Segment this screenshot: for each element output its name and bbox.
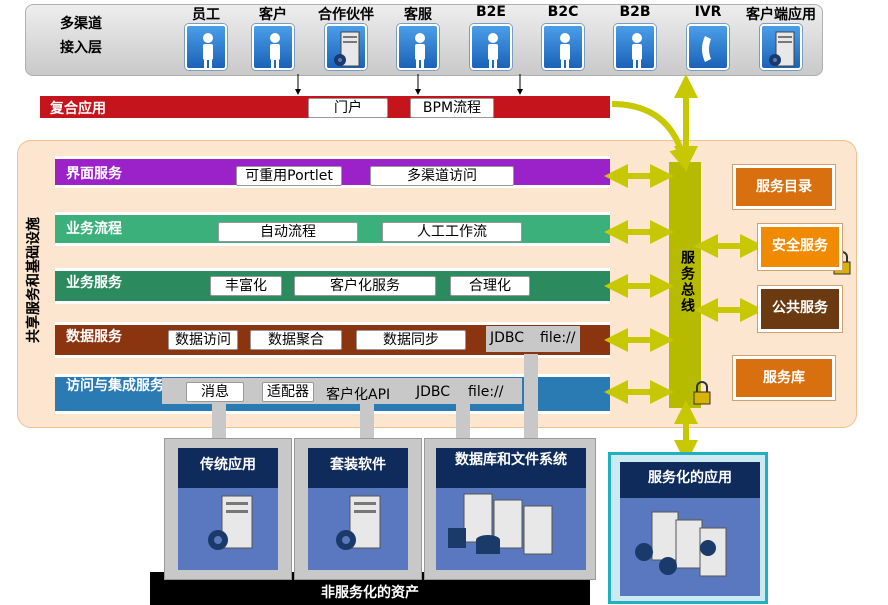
layer-item: JDBC bbox=[416, 384, 451, 400]
layer-title: 数据服务 bbox=[66, 329, 122, 345]
lock-icon bbox=[693, 381, 711, 405]
layer-item: 多渠道访问 bbox=[370, 166, 514, 186]
channel-title-line1: 多渠道 bbox=[60, 16, 102, 32]
database-server-icon bbox=[448, 493, 553, 555]
composite-portal: 门户 bbox=[308, 98, 388, 118]
channel-tile bbox=[760, 24, 802, 70]
person-icon bbox=[415, 33, 425, 68]
server-gear-icon bbox=[208, 495, 253, 550]
layer-item: 数据聚合 bbox=[250, 330, 342, 350]
service-bus bbox=[669, 162, 701, 408]
person-icon bbox=[488, 33, 498, 68]
layer-item: 数据同步 bbox=[356, 330, 466, 350]
service-bus-label: 服务总线 bbox=[679, 250, 695, 314]
assets-footer-label: 非服务化的资产 bbox=[321, 585, 419, 601]
data-connector-box bbox=[486, 326, 580, 352]
layer-item: 可重用Portlet bbox=[236, 166, 342, 186]
layer-item: file:// bbox=[468, 384, 504, 400]
layer-item: 客户化API bbox=[326, 387, 391, 403]
service-repository: 服务库 bbox=[732, 355, 836, 401]
channel-layer-title: 多渠道 接入层 bbox=[60, 12, 140, 60]
phone-icon bbox=[702, 36, 711, 62]
channel-tile bbox=[185, 24, 227, 70]
server-gear-icon bbox=[769, 31, 795, 67]
layer-item: 人工工作流 bbox=[382, 222, 522, 242]
channel-label: B2C bbox=[547, 4, 579, 20]
common-service: 公共服务 bbox=[757, 285, 843, 333]
layer-title: 界面服务 bbox=[66, 166, 122, 182]
composite-bpm: BPM流程 bbox=[410, 98, 494, 118]
layer-item: 自动流程 bbox=[218, 222, 358, 242]
service-catalog: 服务目录 bbox=[732, 164, 836, 210]
person-icon bbox=[270, 33, 280, 68]
composite-app-title: 复合应用 bbox=[50, 101, 106, 117]
channel-tile bbox=[252, 24, 294, 70]
channel-label: 员工 bbox=[192, 7, 220, 23]
channel-tile bbox=[397, 24, 439, 70]
channel-tile bbox=[470, 24, 512, 70]
channel-tile bbox=[614, 24, 656, 70]
channel-label: 客服 bbox=[404, 7, 432, 23]
layer-item: 数据访问 bbox=[168, 330, 238, 350]
service-app-title: 服务化的应用 bbox=[620, 462, 760, 498]
layer-item: 适配器 bbox=[262, 382, 314, 402]
channel-tile bbox=[542, 24, 584, 70]
layer-item: 丰富化 bbox=[210, 276, 282, 296]
channel-label: B2E bbox=[476, 4, 506, 20]
person-icon bbox=[203, 33, 213, 68]
security-service: 安全服务 bbox=[757, 223, 843, 271]
channel-label: 客户端应用 bbox=[746, 7, 816, 23]
channel-label: IVR bbox=[694, 4, 722, 20]
layer-item: JDBC bbox=[490, 330, 525, 346]
channel-label: 客户 bbox=[259, 7, 287, 23]
layer-title: 访问与集成服务 bbox=[66, 378, 164, 394]
layer-title: 业务流程 bbox=[66, 221, 122, 237]
server-gear-icon bbox=[334, 31, 360, 67]
asset-title: 套装软件 bbox=[308, 448, 408, 488]
person-icon bbox=[632, 33, 642, 68]
layer-item: 客户化服务 bbox=[294, 276, 436, 296]
layer-title: 业务服务 bbox=[66, 275, 122, 291]
channel-tile bbox=[325, 24, 367, 70]
layer-bus-arrows bbox=[604, 164, 674, 404]
channel-label: 合作伙伴 bbox=[318, 7, 374, 23]
asset-title: 数据库和文件系统 bbox=[436, 448, 586, 488]
layer-item: 合理化 bbox=[450, 276, 530, 296]
bus-service-arrows bbox=[694, 234, 764, 322]
layer-item: file:// bbox=[540, 330, 576, 346]
asset-connectors bbox=[212, 354, 538, 440]
channel-label: B2B bbox=[619, 4, 651, 20]
channel-title-line2: 接入层 bbox=[60, 40, 102, 56]
server-gear-icon bbox=[336, 495, 381, 550]
asset-title: 传统应用 bbox=[178, 448, 278, 488]
server-cluster-icon bbox=[635, 511, 727, 577]
person-icon bbox=[560, 33, 570, 68]
channel-tile bbox=[687, 24, 729, 70]
layer-item: 消息 bbox=[186, 382, 244, 402]
